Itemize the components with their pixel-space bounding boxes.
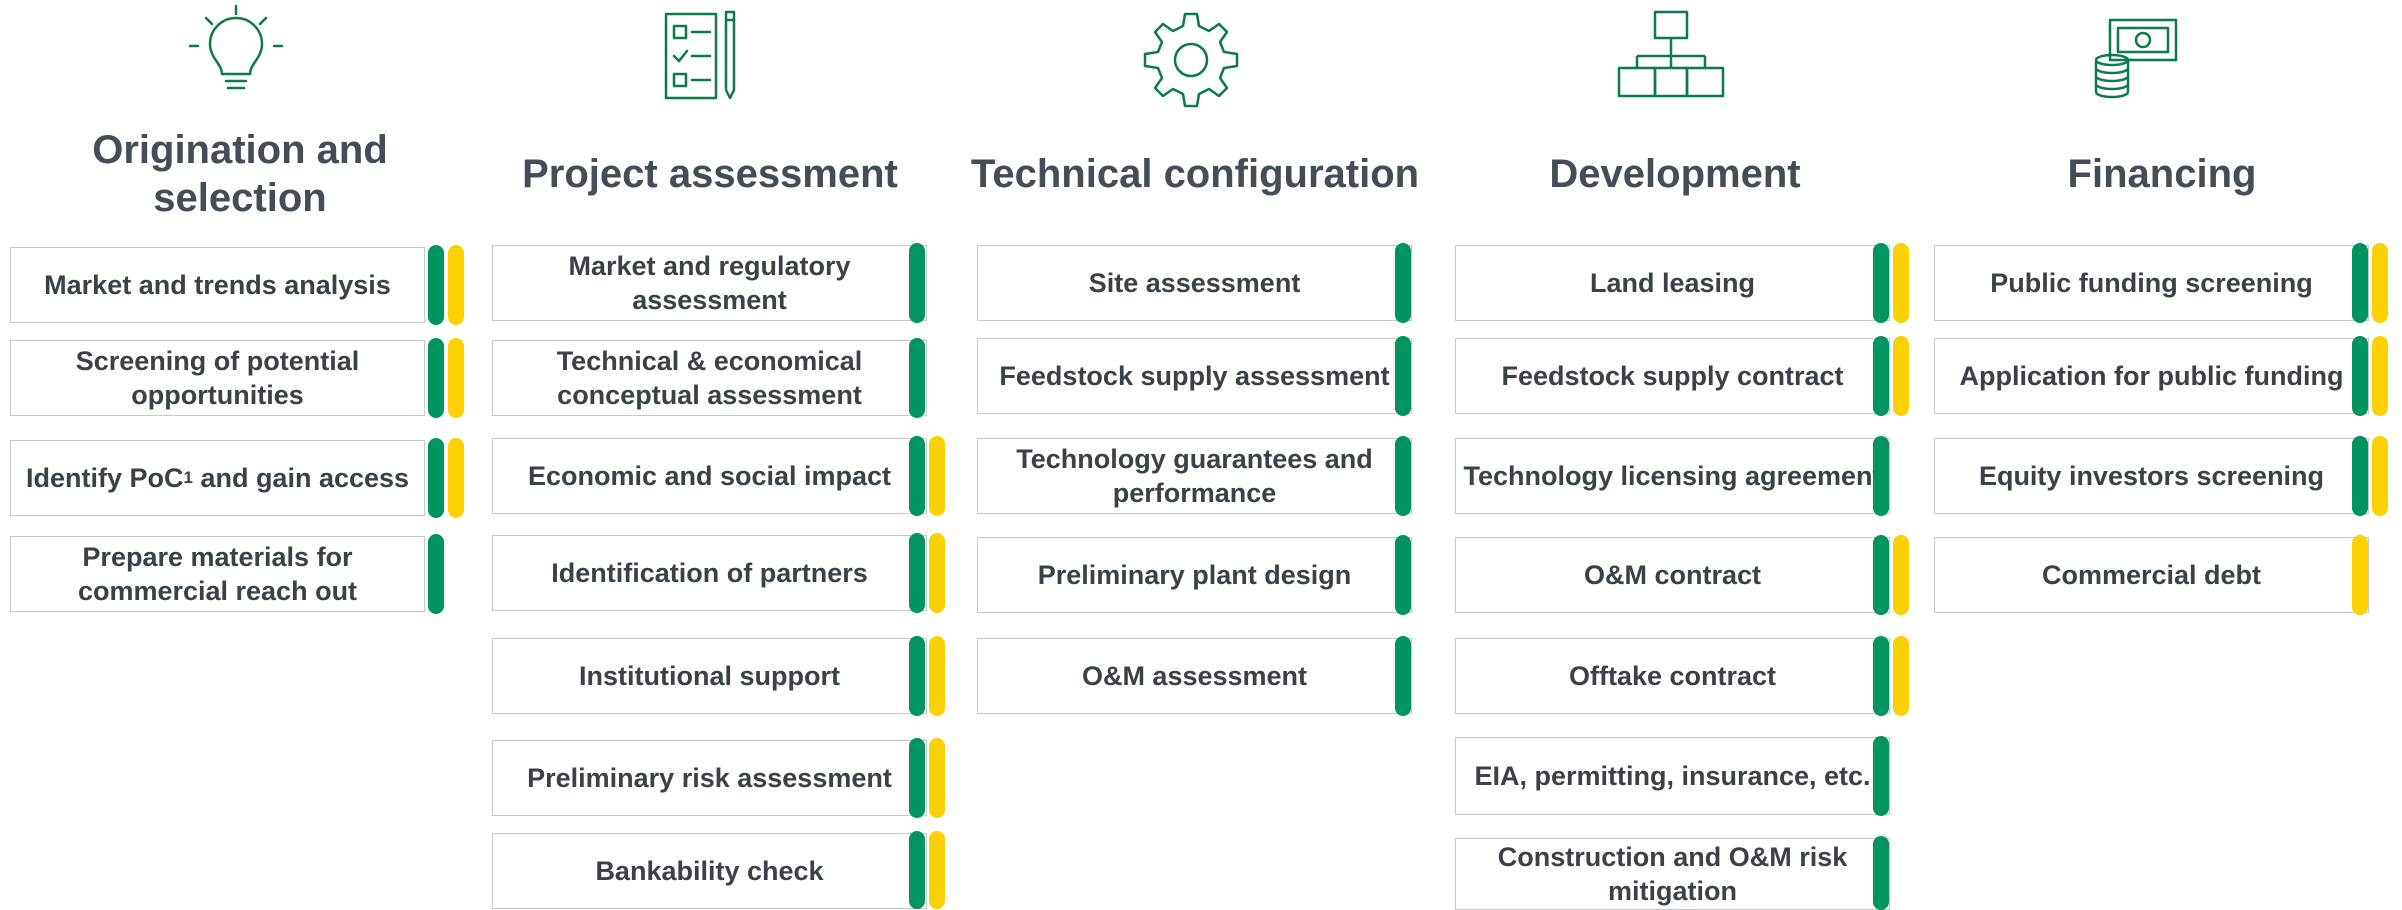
green-marker: [428, 338, 444, 418]
green-marker: [909, 533, 925, 613]
green-marker: [1395, 336, 1411, 416]
column-technical-configuration: Technical configuration Site assessment …: [955, 0, 1435, 910]
yellow-marker: [2372, 436, 2388, 516]
gear-icon: [955, 0, 1435, 108]
list-item: Land leasing: [1455, 245, 1890, 321]
list-item: Feedstock supply assessment: [977, 338, 1412, 414]
green-marker: [1395, 636, 1411, 716]
green-marker: [1873, 336, 1889, 416]
green-marker: [1395, 535, 1411, 615]
list-item: Technology licensing agreement: [1455, 438, 1890, 514]
yellow-marker: [448, 245, 464, 325]
yellow-marker: [448, 438, 464, 518]
green-marker: [2352, 336, 2368, 416]
column-title: Financing: [2067, 152, 2257, 196]
list-item: Prepare materials for commercial reach o…: [10, 536, 425, 612]
yellow-marker: [2372, 336, 2388, 416]
yellow-marker: [929, 533, 945, 613]
list-item: Site assessment: [977, 245, 1412, 321]
hierarchy-icon: [1435, 0, 1915, 105]
green-marker: [909, 338, 925, 418]
list-item: Technical & economical conceptual assess…: [492, 340, 927, 416]
green-marker: [1873, 836, 1889, 910]
list-item: Commercial debt: [1934, 537, 2369, 613]
yellow-marker: [929, 436, 945, 516]
list-item: Public funding screening: [1934, 245, 2369, 321]
column-development: Development Land leasing Feedstock suppl…: [1435, 0, 1915, 910]
lightbulb-icon: [0, 0, 480, 105]
green-marker: [2352, 243, 2368, 323]
green-marker: [1395, 436, 1411, 516]
yellow-marker: [1893, 535, 1909, 615]
green-marker: [1873, 243, 1889, 323]
list-item: Feedstock supply contract: [1455, 338, 1890, 414]
yellow-marker: [1893, 243, 1909, 323]
green-marker: [1873, 436, 1889, 516]
item-label-part: Identify PoC: [25, 463, 184, 493]
column-title: Origination and selection: [92, 128, 388, 220]
money-coins-icon: [1922, 0, 2402, 105]
yellow-marker: [1893, 336, 1909, 416]
yellow-marker: [929, 636, 945, 716]
yellow-marker: [929, 738, 945, 818]
yellow-marker: [2352, 535, 2368, 615]
green-marker: [2352, 436, 2368, 516]
column-title: Technical configuration: [970, 152, 1420, 196]
green-marker: [909, 636, 925, 716]
list-item: Market and trends analysis: [10, 247, 425, 323]
green-marker: [909, 831, 925, 909]
column-project-assessment: Project assessment Market and regulatory…: [470, 0, 950, 910]
list-item: Identification of partners: [492, 535, 927, 611]
list-item: Preliminary risk assessment: [492, 740, 927, 816]
list-item: Technology guarantees and performance: [977, 438, 1412, 514]
green-marker: [428, 245, 444, 325]
list-item: Construction and O&M risk mitigation: [1455, 838, 1890, 910]
column-title: Development: [1549, 152, 1801, 196]
column-financing: Financing Public funding screening Appli…: [1922, 0, 2402, 910]
green-marker: [1395, 243, 1411, 323]
yellow-marker: [929, 831, 945, 909]
column-origination: Origination and selection Market and tre…: [0, 0, 480, 910]
list-item: Application for public funding: [1934, 338, 2369, 414]
green-marker: [909, 436, 925, 516]
list-item: O&M contract: [1455, 537, 1890, 613]
list-item: Offtake contract: [1455, 638, 1890, 714]
list-item: EIA, permitting, insurance, etc.: [1455, 737, 1890, 815]
green-marker: [428, 438, 444, 518]
green-marker: [1873, 636, 1889, 716]
list-item: O&M assessment: [977, 638, 1412, 714]
list-item: Market and regulatory assessment: [492, 245, 927, 321]
column-title: Project assessment: [522, 152, 898, 196]
green-marker: [909, 243, 925, 323]
yellow-marker: [2372, 243, 2388, 323]
green-marker: [428, 534, 444, 614]
item-label-part: and gain access: [192, 463, 410, 493]
yellow-marker: [1893, 636, 1909, 716]
list-item: Economic and social impact: [492, 438, 927, 514]
green-marker: [909, 738, 925, 818]
list-item: Preliminary plant design: [977, 537, 1412, 613]
checklist-pencil-icon: [470, 0, 950, 105]
list-item: Equity investors screening: [1934, 438, 2369, 514]
list-item: Bankability check: [492, 833, 927, 909]
list-item: Screening of potential opportunities: [10, 340, 425, 416]
green-marker: [1873, 535, 1889, 615]
list-item: Institutional support: [492, 638, 927, 714]
yellow-marker: [448, 338, 464, 418]
green-marker: [1873, 736, 1889, 816]
